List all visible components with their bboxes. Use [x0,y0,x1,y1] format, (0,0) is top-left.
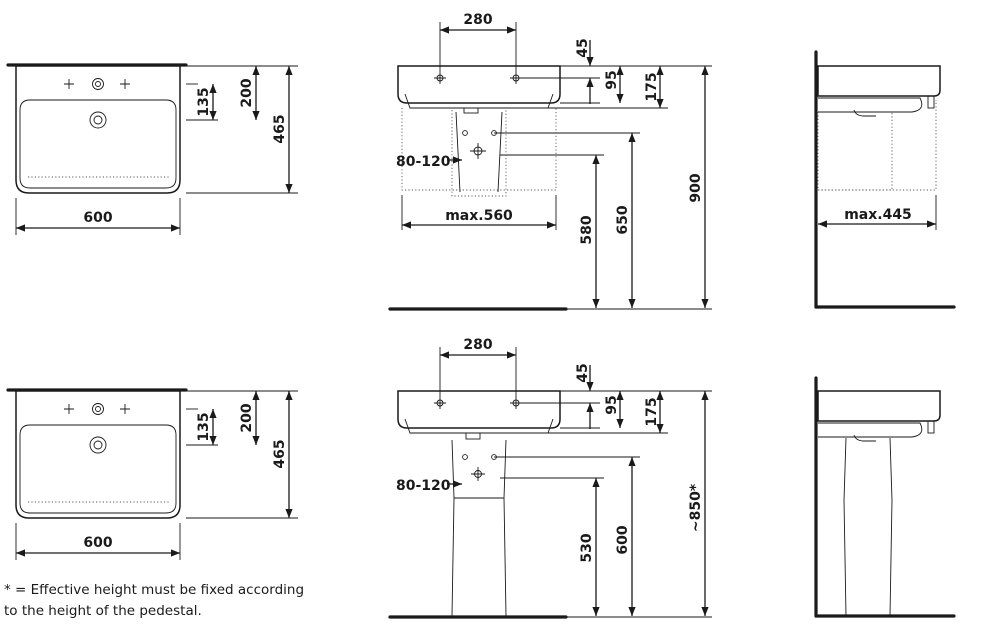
label-600-top: 600 [83,210,112,226]
label-80-120-bottom: 80-120 [396,478,451,494]
front-view-top: 280 45 95 175 80-120 max.560 580 650 900 [388,12,712,311]
label-45-top: 45 [575,38,591,57]
bowl-inner [19,99,177,189]
label-600-height: 600 [615,525,631,554]
tap-hole [92,78,104,90]
label-200-bottom: 200 [239,403,255,432]
label-max560: max.560 [445,208,513,224]
label-280-bottom: 280 [463,337,492,353]
label-600-bottom: 600 [83,535,112,551]
pedestal-front [451,439,507,617]
basin-front-bottom [397,390,561,429]
plan-view-bottom: 600 135 200 465 [6,388,298,560]
label-80-120-top: 80-120 [396,154,451,170]
footnote-line-1: * = Effective height must be fixed accor… [4,582,305,598]
basin-outline [15,65,181,194]
plan-view-top: 600 135 200 465 [6,63,298,235]
label-280-top: 280 [463,12,492,28]
basin-outline-bottom [15,390,181,519]
label-465-bottom: 465 [272,439,288,468]
label-580: 580 [579,215,595,244]
label-95-top: 95 [604,70,620,89]
side-view-top: max.445 [814,50,956,309]
basin-front [397,65,561,104]
label-175-top: 175 [644,72,660,101]
label-135-top: 135 [196,87,212,116]
footnote: * = Effective height must be fixed accor… [4,580,304,622]
furniture-outline [401,108,557,191]
label-650: 650 [615,205,631,234]
label-95-bottom: 95 [604,395,620,414]
label-200-top: 200 [239,78,255,107]
pedestal-side [843,437,893,617]
basin-side-bottom [817,390,941,422]
pedestal-outline [451,110,507,197]
label-max445: max.445 [844,207,912,223]
pedestal-side-outline [817,112,893,191]
label-900: 900 [688,173,704,202]
basin-side [817,65,941,97]
label-850: ~850* [688,483,704,532]
label-135-bottom: 135 [196,412,212,441]
label-45-bottom: 45 [575,363,591,382]
label-530: 530 [579,533,595,562]
drain-outlet [463,107,479,114]
side-tap-marks [64,79,130,89]
side-view-bottom [814,376,956,618]
label-175-bottom: 175 [644,397,660,426]
front-view-bottom: 280 45 95 175 80-120 530 600 ~850* [388,337,712,619]
label-465-top: 465 [272,114,288,143]
footnote-line-2: to the height of the pedestal. [4,603,202,619]
drain-hole [89,111,107,129]
